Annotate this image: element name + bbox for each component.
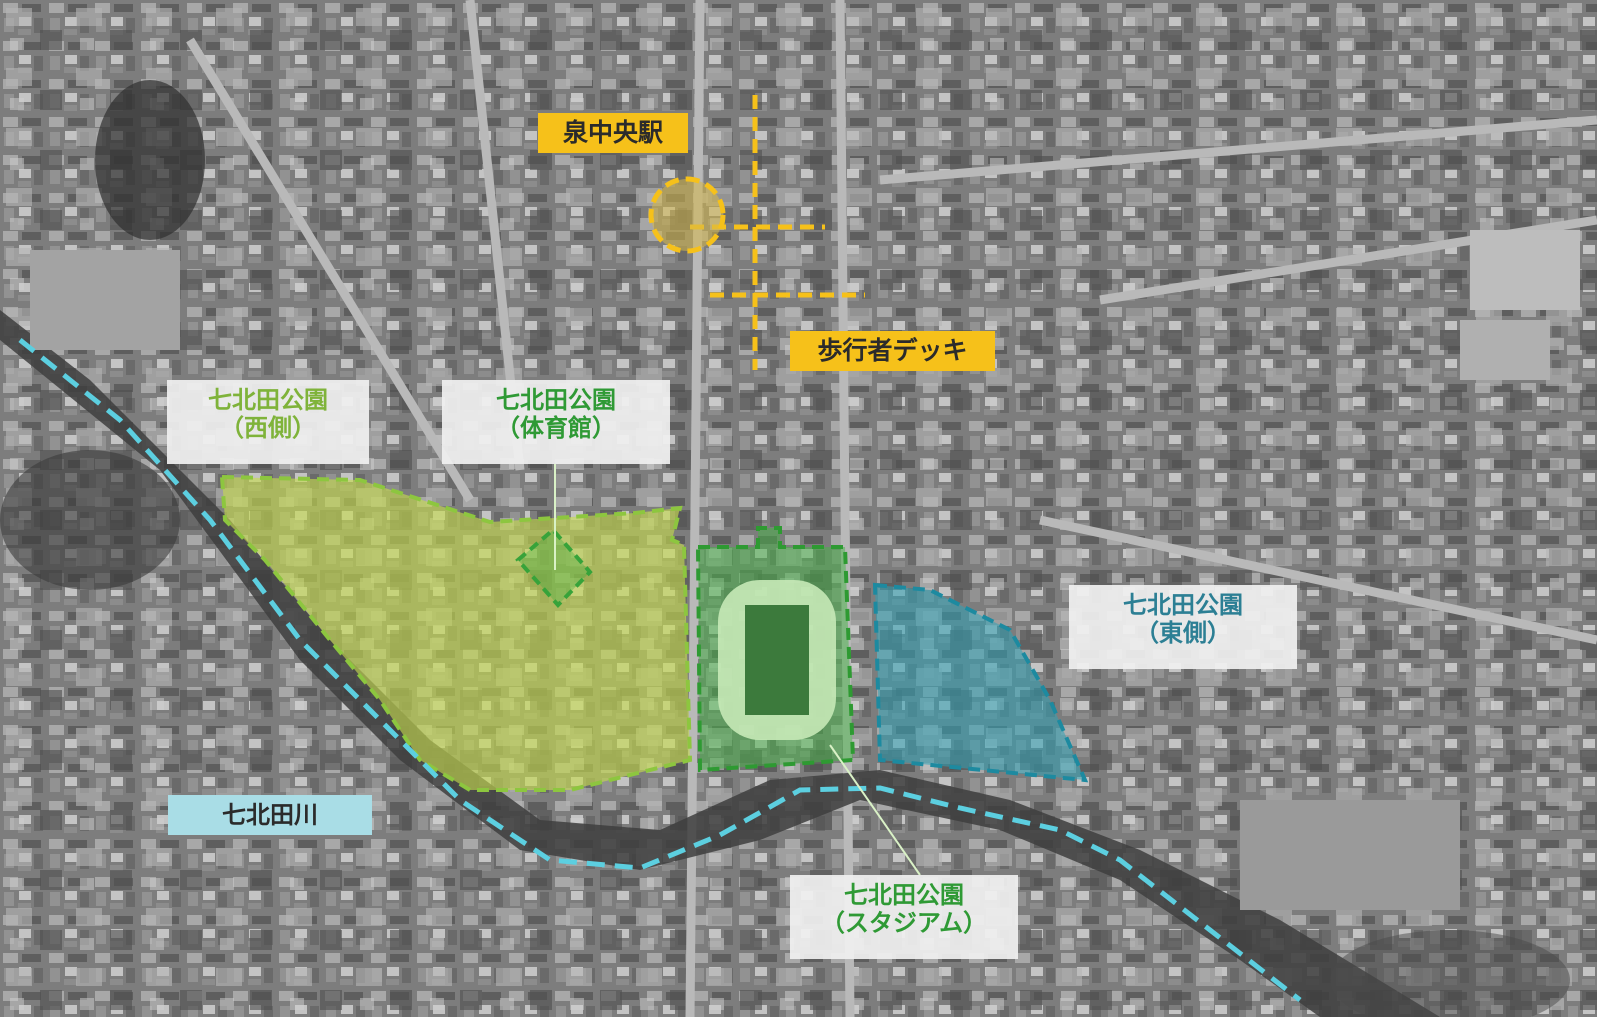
sports-field (1470, 230, 1580, 310)
park-east-zone[interactable] (872, 582, 1089, 783)
stadium-label: 七北田公園 （スタジアム） (790, 875, 1018, 959)
park-west-label: 七北田公園 （西側） (167, 380, 369, 464)
stadium-pitch (745, 605, 809, 715)
park-east-label: 七北田公園 （東側） (1069, 585, 1297, 669)
deck-label: 歩行者デッキ (790, 331, 995, 371)
stadium-label-name: 七北田公園 (844, 881, 964, 909)
park-west-zone[interactable] (219, 474, 693, 792)
sports-field (1240, 800, 1460, 910)
park-west-label-area: （西側） (220, 414, 316, 443)
park-east-label-name: 七北田公園 (1123, 591, 1243, 619)
park-gym-label-name: 七北田公園 (496, 386, 616, 414)
sports-field (1460, 320, 1550, 380)
station-marker[interactable] (648, 176, 726, 254)
stadium-leader-line (829, 744, 921, 876)
forest-area (95, 80, 205, 240)
stadium-label-area: （スタジアム） (820, 909, 988, 938)
forest-area (1330, 930, 1570, 1017)
river-label: 七北田川 (168, 795, 372, 836)
park-west-label-name: 七北田公園 (208, 386, 328, 414)
river-line (18, 338, 1302, 1002)
park-gym-label: 七北田公園 （体育館） (442, 380, 670, 464)
station-label: 泉中央駅 (538, 113, 688, 153)
sports-field (30, 250, 180, 350)
park-gym-label-area: （体育館） (496, 414, 616, 443)
park-east-label-area: （東側） (1135, 619, 1231, 648)
forest-area (0, 450, 180, 590)
